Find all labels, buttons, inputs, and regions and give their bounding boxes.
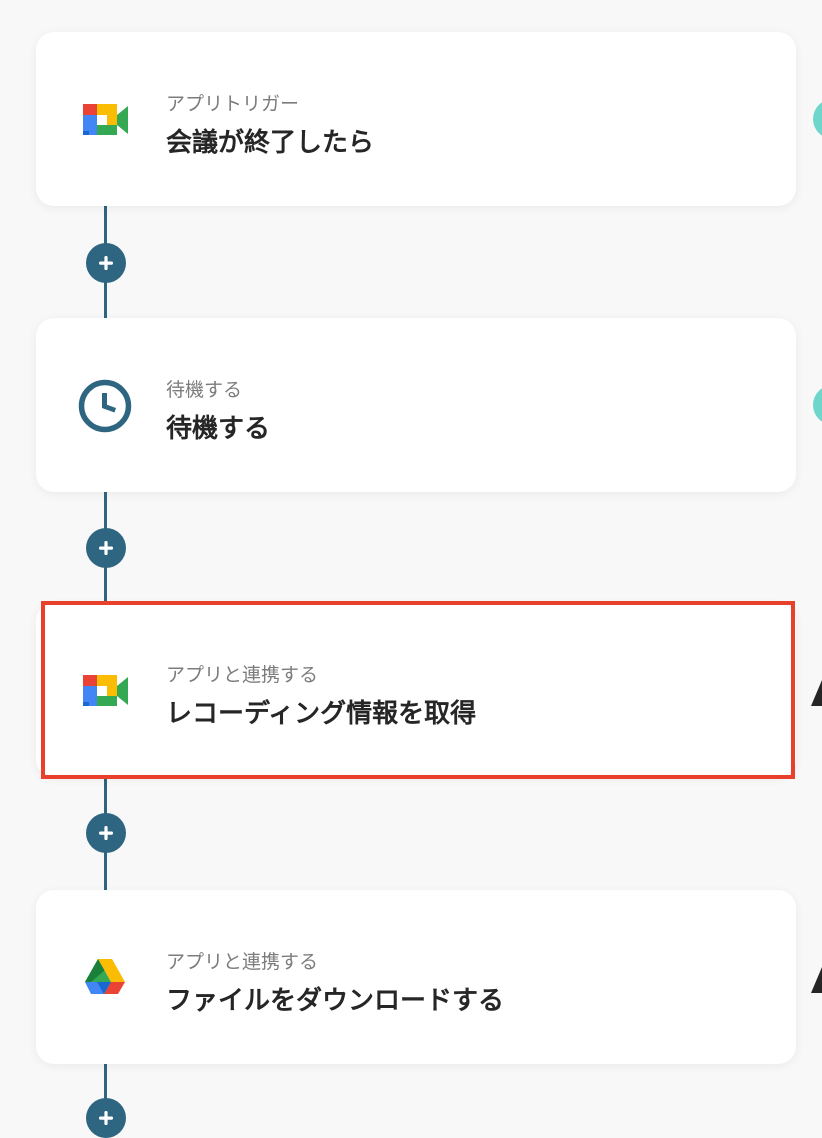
- step-subtitle: 待機する: [166, 379, 243, 401]
- add-step-button[interactable]: [86, 243, 126, 283]
- status-dot: [813, 385, 822, 425]
- step-title: 会議が終了したら: [166, 128, 375, 158]
- plus-icon: [99, 1111, 113, 1125]
- plus-icon: [99, 256, 113, 270]
- add-step-button[interactable]: [86, 1098, 126, 1138]
- step-title: 待機する: [166, 414, 271, 444]
- add-step-button[interactable]: [86, 813, 126, 853]
- add-step-button[interactable]: [86, 528, 126, 568]
- warning-icon: [811, 680, 822, 706]
- step-title: レコーディング情報を取得: [166, 699, 477, 729]
- step-subtitle: アプリトリガー: [166, 93, 300, 115]
- google-drive-icon: [85, 959, 125, 994]
- flow-step-card[interactable]: アプリと連携する レコーディング情報を取得: [36, 603, 796, 777]
- plus-icon: [99, 541, 113, 555]
- flow-step-card[interactable]: アプリと連携する ファイルをダウンロードする: [36, 890, 796, 1064]
- google-meet-icon: [83, 675, 128, 706]
- google-meet-icon: [83, 104, 128, 135]
- step-title: ファイルをダウンロードする: [166, 986, 505, 1016]
- connector-line: [104, 1064, 107, 1112]
- step-subtitle: アプリと連携する: [166, 664, 319, 686]
- plus-icon: [99, 826, 113, 840]
- flow-step-card[interactable]: 待機する 待機する: [36, 318, 796, 492]
- warning-icon: [811, 967, 822, 993]
- flow-step-card[interactable]: アプリトリガー 会議が終了したら: [36, 32, 796, 206]
- clock-icon: [78, 379, 132, 433]
- step-subtitle: アプリと連携する: [166, 951, 319, 973]
- status-dot: [813, 99, 822, 139]
